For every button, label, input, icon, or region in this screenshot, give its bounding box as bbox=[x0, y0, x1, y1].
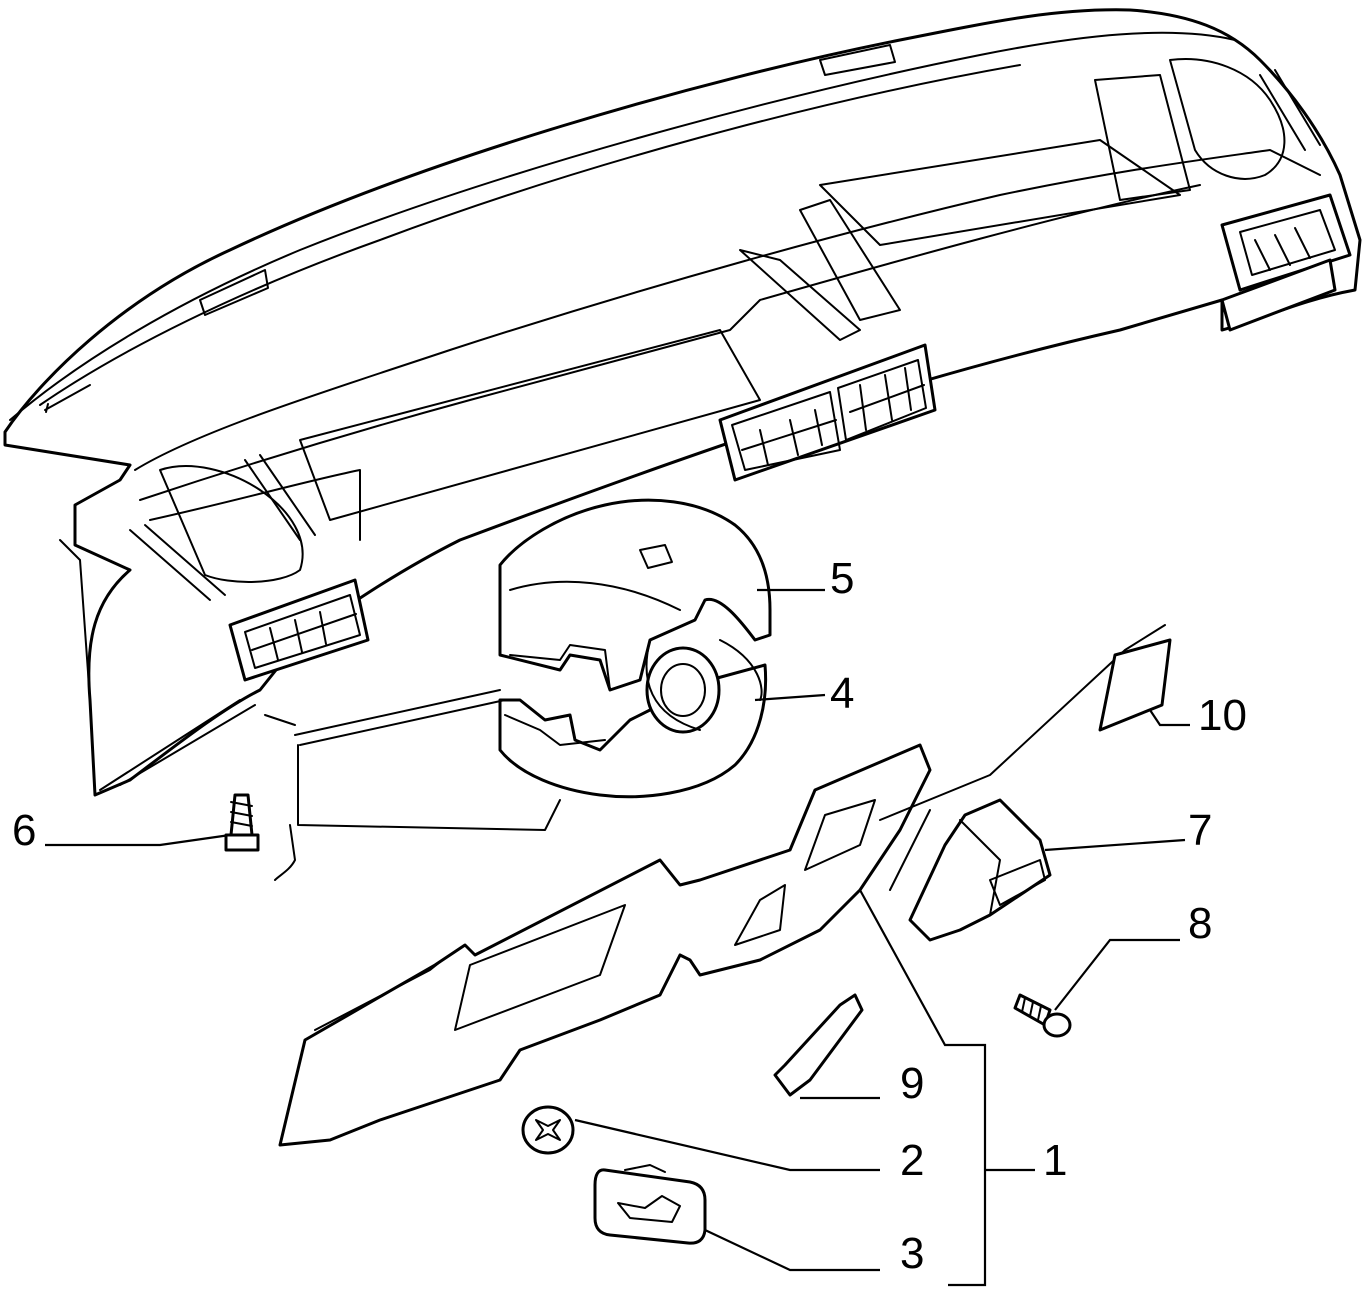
clip-10 bbox=[1098, 638, 1172, 732]
dashboard-panel bbox=[3, 8, 1362, 797]
callout-8: 8 bbox=[1188, 899, 1212, 948]
upper-steering-shroud bbox=[498, 498, 772, 692]
callout-5: 5 bbox=[830, 554, 854, 603]
lower-steering-shroud bbox=[498, 639, 768, 799]
bonnet-release-button-3 bbox=[593, 1164, 707, 1245]
callout-4: 4 bbox=[830, 669, 854, 718]
callout-3: 3 bbox=[900, 1229, 924, 1278]
screw-8 bbox=[1013, 993, 1072, 1038]
callout-labels: 1 2 3 4 5 6 7 8 9 10 bbox=[12, 554, 1247, 1278]
leader-lines bbox=[45, 588, 1190, 1287]
screw-6 bbox=[224, 793, 260, 852]
trim-strip-lower bbox=[264, 714, 296, 726]
callout-9: 9 bbox=[900, 1059, 924, 1108]
callout-6: 6 bbox=[12, 806, 36, 855]
plug-2 bbox=[521, 1105, 575, 1155]
callout-10: 10 bbox=[1198, 691, 1247, 740]
trim-strip bbox=[274, 689, 561, 881]
callout-1: 1 bbox=[1043, 1136, 1067, 1185]
callout-2: 2 bbox=[900, 1136, 924, 1185]
lower-dash-cover bbox=[278, 624, 1166, 1147]
switch-housing-7 bbox=[908, 798, 1052, 942]
cover-9 bbox=[773, 993, 864, 1097]
callout-7: 7 bbox=[1188, 806, 1212, 855]
